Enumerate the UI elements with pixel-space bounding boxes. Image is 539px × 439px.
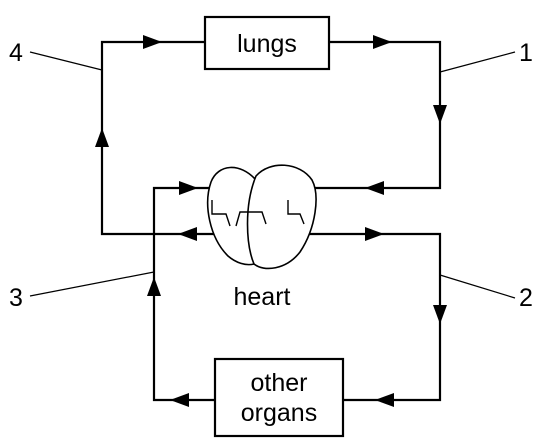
arrow-vessel-4-up — [95, 128, 109, 147]
other-organs-label-line1: other — [251, 369, 308, 397]
lungs-label: lungs — [237, 30, 297, 58]
arrow-vessel-1-into-heart — [365, 181, 384, 195]
arrow-vessel-3-into-heart — [179, 181, 198, 195]
arrow-vessel-2-out-of-heart — [365, 227, 384, 241]
vessel-label-3: 3 — [9, 284, 23, 312]
other-organs-label-line2: organs — [241, 399, 317, 427]
leader-2 — [440, 275, 515, 298]
arrow-into-other-organs — [375, 393, 394, 407]
heart-label: heart — [234, 283, 291, 311]
heart-shape — [208, 165, 316, 268]
leader-4 — [30, 52, 102, 70]
vessel-label-4: 4 — [9, 39, 23, 67]
arrow-vessel-2-down — [433, 305, 447, 324]
arrow-into-lungs — [143, 35, 162, 49]
arrow-out-of-lungs — [373, 35, 392, 49]
leader-1 — [440, 52, 515, 72]
vessel-3-path — [154, 188, 215, 400]
vessel-label-2: 2 — [519, 284, 533, 312]
vessel-label-1: 1 — [519, 39, 533, 67]
arrow-vessel-4-out-of-heart — [178, 227, 197, 241]
arrow-out-of-other-organs — [170, 393, 189, 407]
arrow-vessel-1-down — [433, 105, 447, 124]
leader-3 — [30, 272, 154, 296]
arrow-vessel-3-up — [147, 277, 161, 296]
